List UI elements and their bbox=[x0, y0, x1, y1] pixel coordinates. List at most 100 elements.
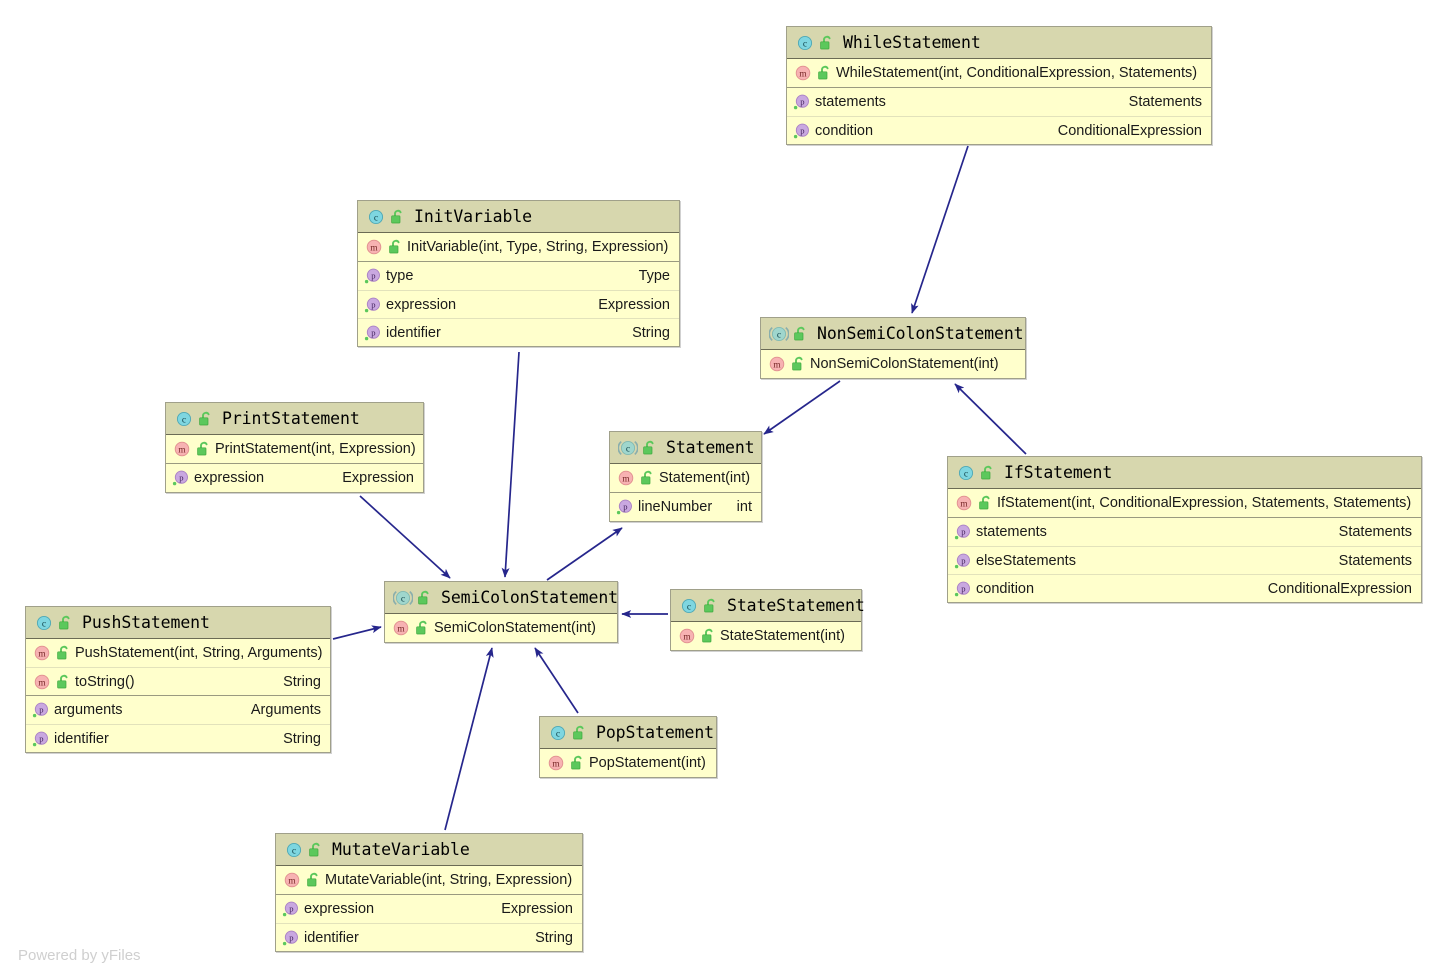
method-signature: SemiColonStatement(int) bbox=[434, 620, 596, 636]
unlocked-padlock-icon bbox=[415, 620, 430, 636]
method-row[interactable]: m PopStatement(int) bbox=[540, 749, 716, 777]
svg-text:m: m bbox=[960, 500, 968, 510]
class-name: Statement bbox=[666, 438, 755, 457]
property-type: ConditionalExpression bbox=[1267, 580, 1412, 597]
unlocked-padlock-icon bbox=[640, 470, 655, 486]
method-signature: toString() bbox=[75, 673, 135, 690]
method-signature: IfStatement(int, ConditionalExpression, … bbox=[997, 495, 1412, 511]
svg-text:m: m bbox=[683, 633, 691, 643]
unlocked-padlock-icon bbox=[572, 725, 587, 741]
svg-text:p: p bbox=[371, 327, 375, 337]
class-name: WhileStatement bbox=[843, 33, 981, 52]
edge-push-statement-to-semicolon-statement bbox=[332, 625, 382, 640]
method-row[interactable]: m IfStatement(int, ConditionalExpression,… bbox=[948, 489, 1421, 517]
method-signature: PopStatement(int) bbox=[589, 755, 706, 771]
methods-section: m PopStatement(int) bbox=[540, 749, 716, 777]
class-name: SemiColonStatement bbox=[441, 588, 619, 607]
svg-text:p: p bbox=[39, 733, 43, 743]
svg-text:p: p bbox=[800, 97, 804, 107]
property-type: String bbox=[632, 324, 670, 341]
class-name: PushStatement bbox=[82, 613, 210, 632]
unlocked-padlock-icon bbox=[791, 356, 806, 372]
svg-text:m: m bbox=[552, 760, 560, 770]
unlocked-padlock-icon bbox=[819, 35, 834, 51]
property-icon: p bbox=[616, 498, 634, 516]
method-signature: InitVariable(int, Type, String, Expressi… bbox=[407, 239, 669, 255]
property-name: lineNumber bbox=[638, 499, 713, 515]
property-name: condition bbox=[815, 122, 874, 139]
svg-text:m: m bbox=[773, 361, 781, 371]
method-icon: m bbox=[767, 354, 787, 374]
method-icon: m bbox=[32, 643, 52, 663]
method-icon: m bbox=[32, 672, 52, 692]
property-icon: p bbox=[364, 296, 382, 314]
property-icon: p bbox=[954, 523, 972, 541]
svg-text:p: p bbox=[961, 527, 965, 537]
unlocked-padlock-icon bbox=[978, 495, 993, 511]
svg-text:m: m bbox=[38, 650, 46, 660]
svg-text:p: p bbox=[961, 555, 965, 565]
method-signature: MutateVariable(int, String, Expression) bbox=[325, 872, 573, 888]
class-icon: c bbox=[366, 207, 386, 227]
method-icon: m bbox=[677, 626, 697, 646]
property-name: elseStatements bbox=[976, 552, 1076, 569]
yfiles-watermark: Powered by yFiles bbox=[18, 947, 141, 964]
unlocked-padlock-icon bbox=[703, 598, 718, 614]
abstract-class-icon: c bbox=[618, 438, 638, 458]
class-header[interactable]: c Statement bbox=[610, 432, 761, 464]
methods-section: m IfStatement(int, ConditionalExpression,… bbox=[948, 489, 1421, 517]
